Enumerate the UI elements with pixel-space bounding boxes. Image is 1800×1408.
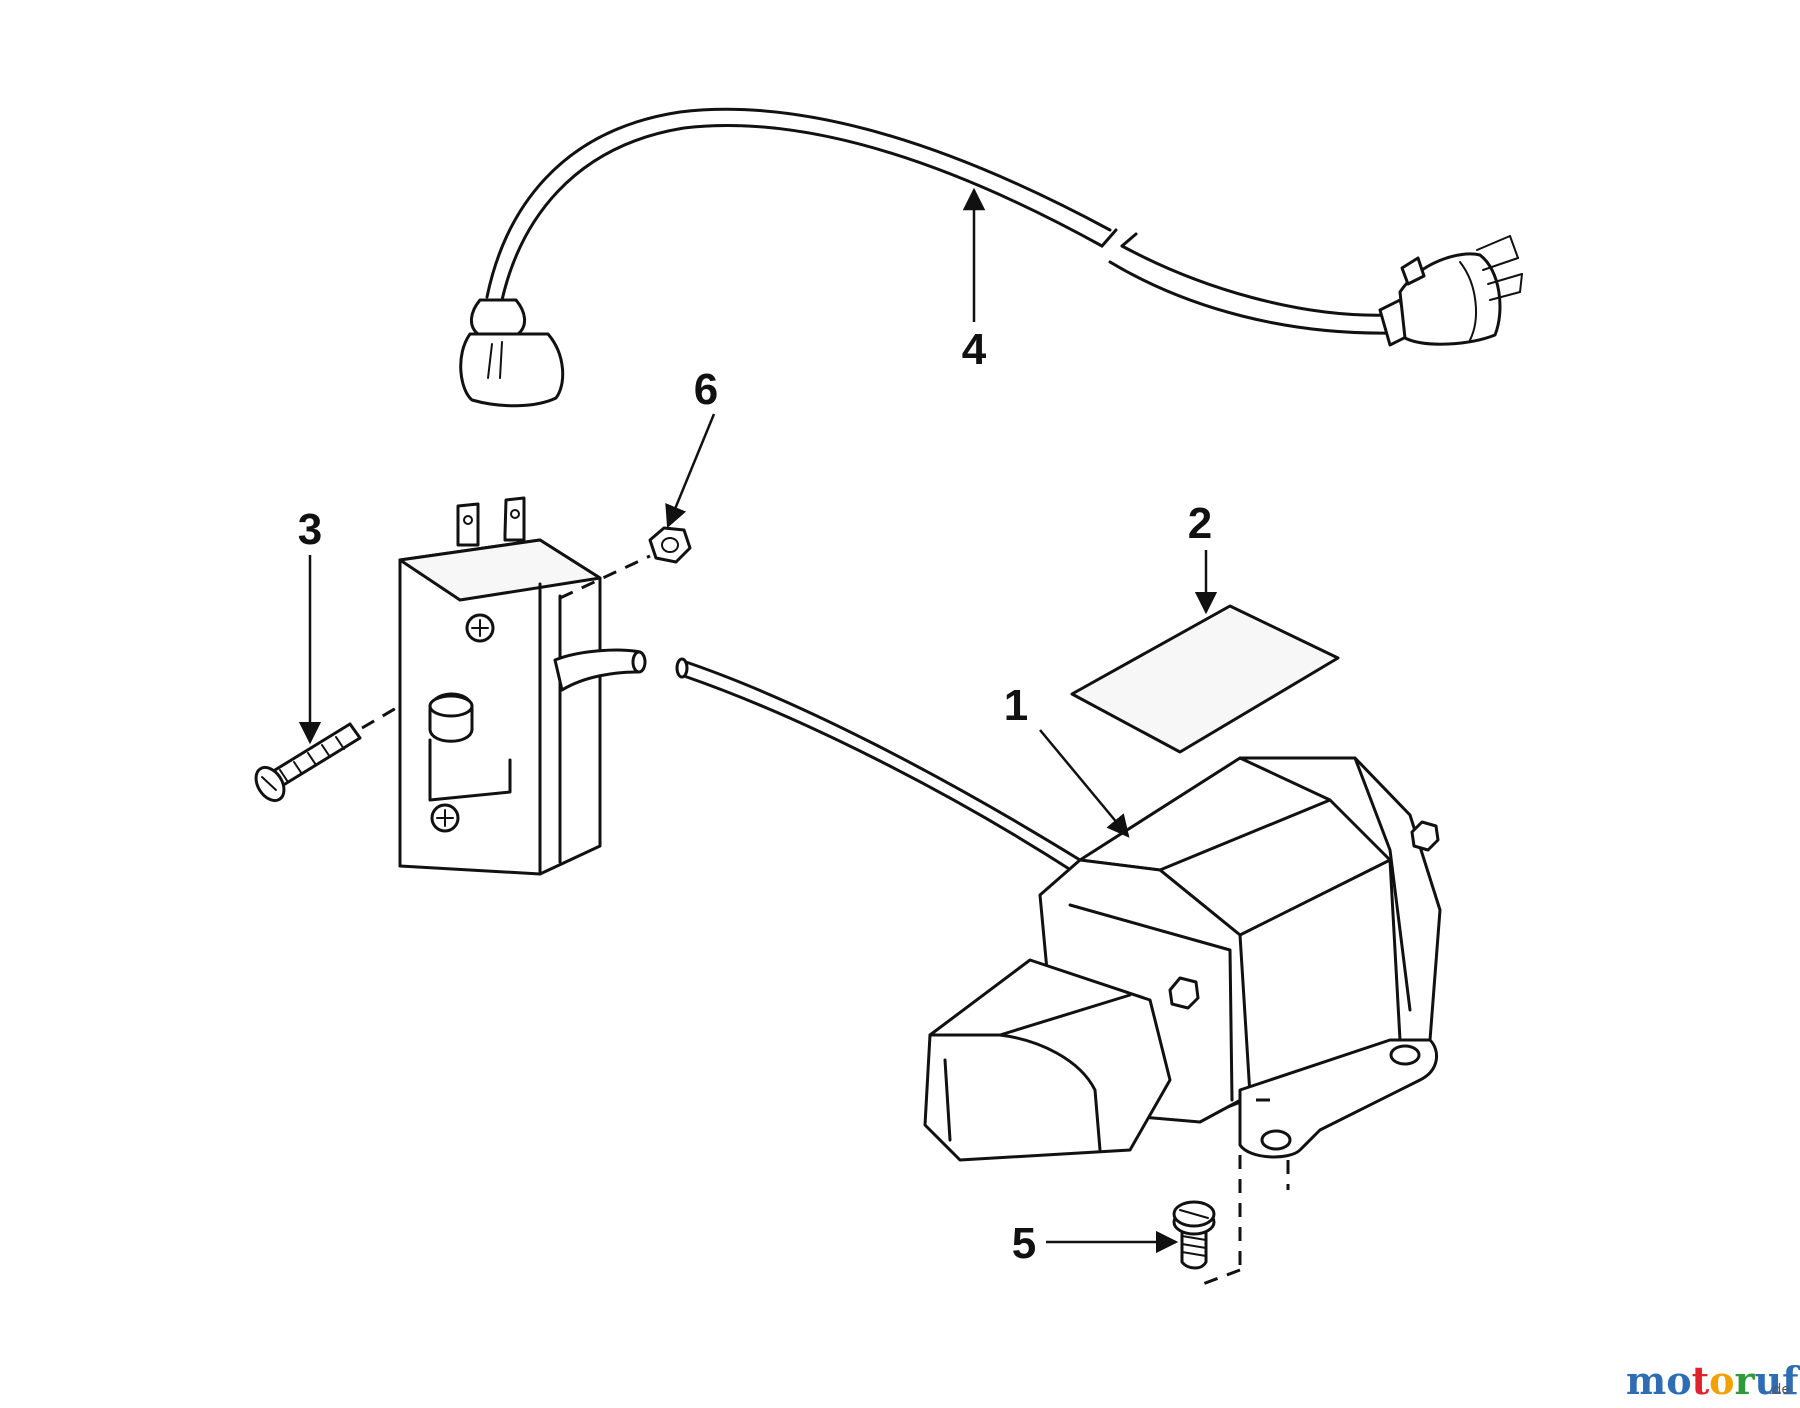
wm-letter: m	[1626, 1358, 1666, 1403]
switch-mounting-screw	[254, 698, 411, 803]
wm-letter: o	[1666, 1358, 1691, 1403]
callout-5: 5	[1012, 1219, 1036, 1268]
wm-letter: t	[1692, 1358, 1710, 1403]
wm-letter: o	[1709, 1358, 1734, 1403]
callout-6: 6	[694, 365, 718, 414]
callout-4: 4	[962, 325, 987, 374]
watermark-suffix: .de	[1768, 1382, 1790, 1398]
callout-3: 3	[298, 505, 322, 554]
hex-nut	[648, 526, 692, 564]
wm-letter: f	[1782, 1358, 1800, 1403]
leader-arrows	[298, 187, 1218, 1254]
svg-text:motoruf: motoruf	[1626, 1358, 1800, 1403]
motor-mounting-screw	[1172, 1098, 1290, 1287]
wm-letter: u	[1755, 1358, 1783, 1403]
motor-assembly	[923, 756, 1442, 1162]
power-cord	[459, 107, 1523, 408]
callout-1: 1	[1004, 681, 1028, 730]
watermark: motoruf .de	[1626, 1358, 1800, 1403]
switch-assembly	[398, 496, 651, 876]
connecting-wire	[675, 657, 1082, 874]
callout-2: 2	[1188, 499, 1212, 548]
wm-letter: r	[1735, 1358, 1756, 1403]
decal-label	[1070, 604, 1340, 754]
